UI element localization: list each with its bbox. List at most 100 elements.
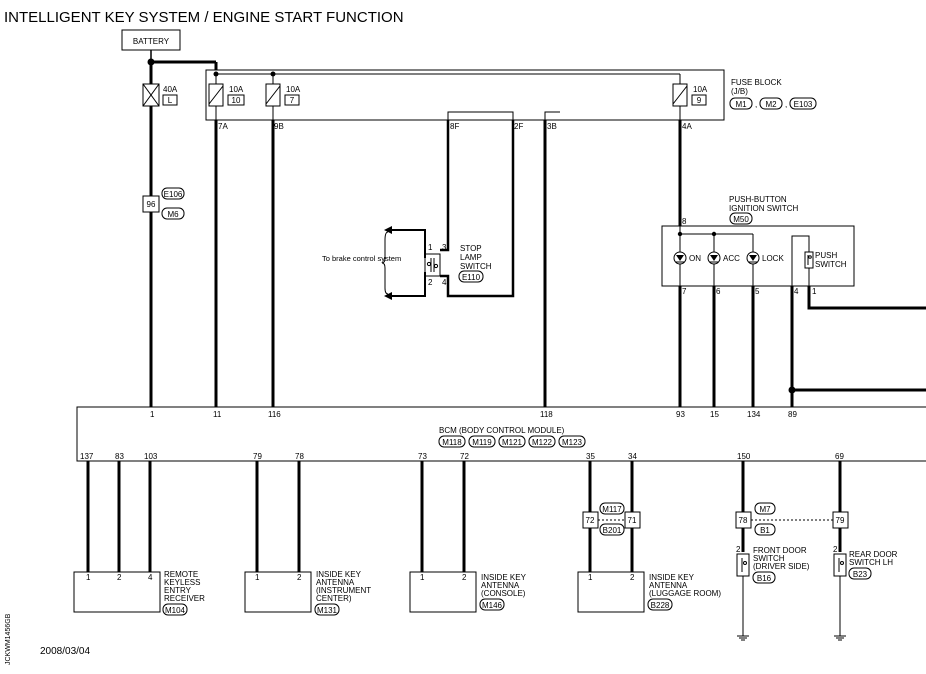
- bcm-pin-1: 1: [150, 410, 155, 419]
- fuse-9-amp: 10A: [693, 85, 708, 94]
- inline-pin-78: 78: [739, 516, 748, 525]
- bcm-pin-93: 93: [676, 410, 685, 419]
- push-switch-icon: [791, 235, 814, 286]
- rear-door-switch-icon: [833, 553, 847, 641]
- diagram-title: INTELLIGENT KEY SYSTEM / ENGINE START FU…: [4, 9, 404, 26]
- ign-pin-7: 7: [682, 287, 687, 296]
- bcm-pin-79: 79: [253, 452, 262, 461]
- svg-text:,: ,: [755, 100, 757, 109]
- connector-m118: M118: [442, 438, 462, 447]
- rear-door-label-1: REAR DOOR: [849, 550, 898, 559]
- push-switch-label-2: SWITCH: [815, 260, 847, 269]
- receiver-label-3: ENTRY: [164, 586, 192, 595]
- rear-door-label-2: SWITCH LH: [849, 558, 893, 567]
- connector-b201: B201: [603, 526, 622, 535]
- pin-4a: 4A: [682, 122, 692, 131]
- antenna2-pin-2: 2: [462, 573, 467, 582]
- antenna3-label-3: (LUGGAGE ROOM): [649, 589, 721, 598]
- pin-3b: 3B: [547, 122, 557, 131]
- connector-b23: B23: [853, 570, 868, 579]
- receiver-pin-4: 4: [148, 573, 153, 582]
- antenna1-label-4: CENTER): [316, 594, 352, 603]
- fuse-7-amp: 10A: [286, 85, 301, 94]
- receiver-pin-1: 1: [86, 573, 91, 582]
- svg-text:,: ,: [785, 100, 787, 109]
- receiver-label-2: KEYLESS: [164, 578, 200, 587]
- receiver-pin-2: 2: [117, 573, 122, 582]
- bcm-pin-34: 34: [628, 452, 637, 461]
- bcm-pin-69: 69: [835, 452, 844, 461]
- connector-m122: M122: [532, 438, 553, 447]
- antenna1-pin-1: 1: [255, 573, 260, 582]
- fuse-9-num: 9: [697, 96, 702, 105]
- stop-lamp-label-2: LAMP: [460, 253, 482, 262]
- ign-pin-4: 4: [794, 287, 799, 296]
- bcm-label: BCM (BODY CONTROL MODULE): [439, 426, 565, 435]
- bcm-pin-83: 83: [115, 452, 124, 461]
- brake-note: To brake control system: [322, 254, 401, 263]
- ign-pin-6: 6: [716, 287, 721, 296]
- antenna2-label-1: INSIDE KEY: [481, 573, 527, 582]
- led-lock-label: LOCK: [762, 254, 784, 263]
- remote-keyless-receiver: [73, 571, 161, 613]
- bcm-pin-116: 116: [268, 410, 281, 419]
- connector-b228: B228: [651, 601, 670, 610]
- connector-b16: B16: [757, 574, 772, 583]
- bcm-box: [76, 406, 926, 462]
- front-door-label-3: (DRIVER SIDE): [753, 562, 810, 571]
- fuse-10-amp: 10A: [229, 85, 244, 94]
- receiver-label-4: RECEIVER: [164, 594, 205, 603]
- connector-m104: M104: [165, 606, 186, 615]
- stop-lamp-pin-4: 4: [442, 278, 447, 287]
- inline-connector-71: [624, 511, 641, 529]
- led-on-icon: [673, 234, 687, 286]
- stop-lamp-pin-1: 1: [428, 243, 433, 252]
- connector-m7: M7: [759, 505, 771, 514]
- connector-m146: M146: [482, 601, 503, 610]
- stop-lamp-pin-2: 2: [428, 278, 433, 287]
- bcm-pin-78: 78: [295, 452, 304, 461]
- connector-b1: B1: [760, 526, 770, 535]
- front-door-label-1: FRONT DOOR: [753, 546, 807, 555]
- bcm-pin-150: 150: [737, 452, 751, 461]
- led-acc-icon: [707, 234, 721, 286]
- fuse-9: [672, 74, 688, 120]
- ign-switch-label-1: PUSH-BUTTON: [729, 195, 787, 204]
- battery-label: BATTERY: [133, 37, 170, 46]
- antenna1-label-2: ANTENNA: [316, 578, 355, 587]
- fuse-40a-amp: 40A: [163, 85, 178, 94]
- stop-lamp-switch: [424, 253, 441, 277]
- bcm-pin-137: 137: [80, 452, 94, 461]
- led-acc-label: ACC: [723, 254, 740, 263]
- connector-m117: M117: [602, 505, 622, 514]
- inline-pin-72: 72: [586, 516, 595, 525]
- antenna1-pin-2: 2: [297, 573, 302, 582]
- antenna1-label-3: (INSTRUMENT: [316, 586, 371, 595]
- stop-lamp-label-1: STOP: [460, 244, 482, 253]
- rear-door-pin-2: 2: [833, 545, 838, 554]
- antenna3-pin-2: 2: [630, 573, 635, 582]
- bcm-pin-35: 35: [586, 452, 595, 461]
- fuse-10: [208, 74, 224, 120]
- bcm-pin-73: 73: [418, 452, 427, 461]
- led-lock-icon: [746, 234, 760, 286]
- stop-lamp-pin-3: 3: [442, 243, 447, 252]
- antenna3-label-1: INSIDE KEY: [649, 573, 695, 582]
- pin-7a: 7A: [218, 122, 228, 131]
- stop-lamp-label-3: SWITCH: [460, 262, 492, 271]
- ign-switch-label-2: IGNITION SWITCH: [729, 204, 799, 213]
- ign-pin-5: 5: [755, 287, 760, 296]
- connector-e106: [161, 187, 185, 200]
- ign-pin-1: 1: [812, 287, 817, 296]
- pin-8f: 8F: [450, 122, 459, 131]
- fuse-block: [205, 69, 725, 121]
- connector-m121: M121: [502, 438, 523, 447]
- front-door-pin-2: 2: [736, 545, 741, 554]
- ground-junction: [788, 386, 796, 394]
- connector-m2: M2: [765, 100, 777, 109]
- bcm-pin-103: 103: [144, 452, 158, 461]
- bcm-pin-15: 15: [710, 410, 719, 419]
- arrow-left-icon: [384, 292, 392, 300]
- fuse-40a-num: L: [168, 96, 173, 105]
